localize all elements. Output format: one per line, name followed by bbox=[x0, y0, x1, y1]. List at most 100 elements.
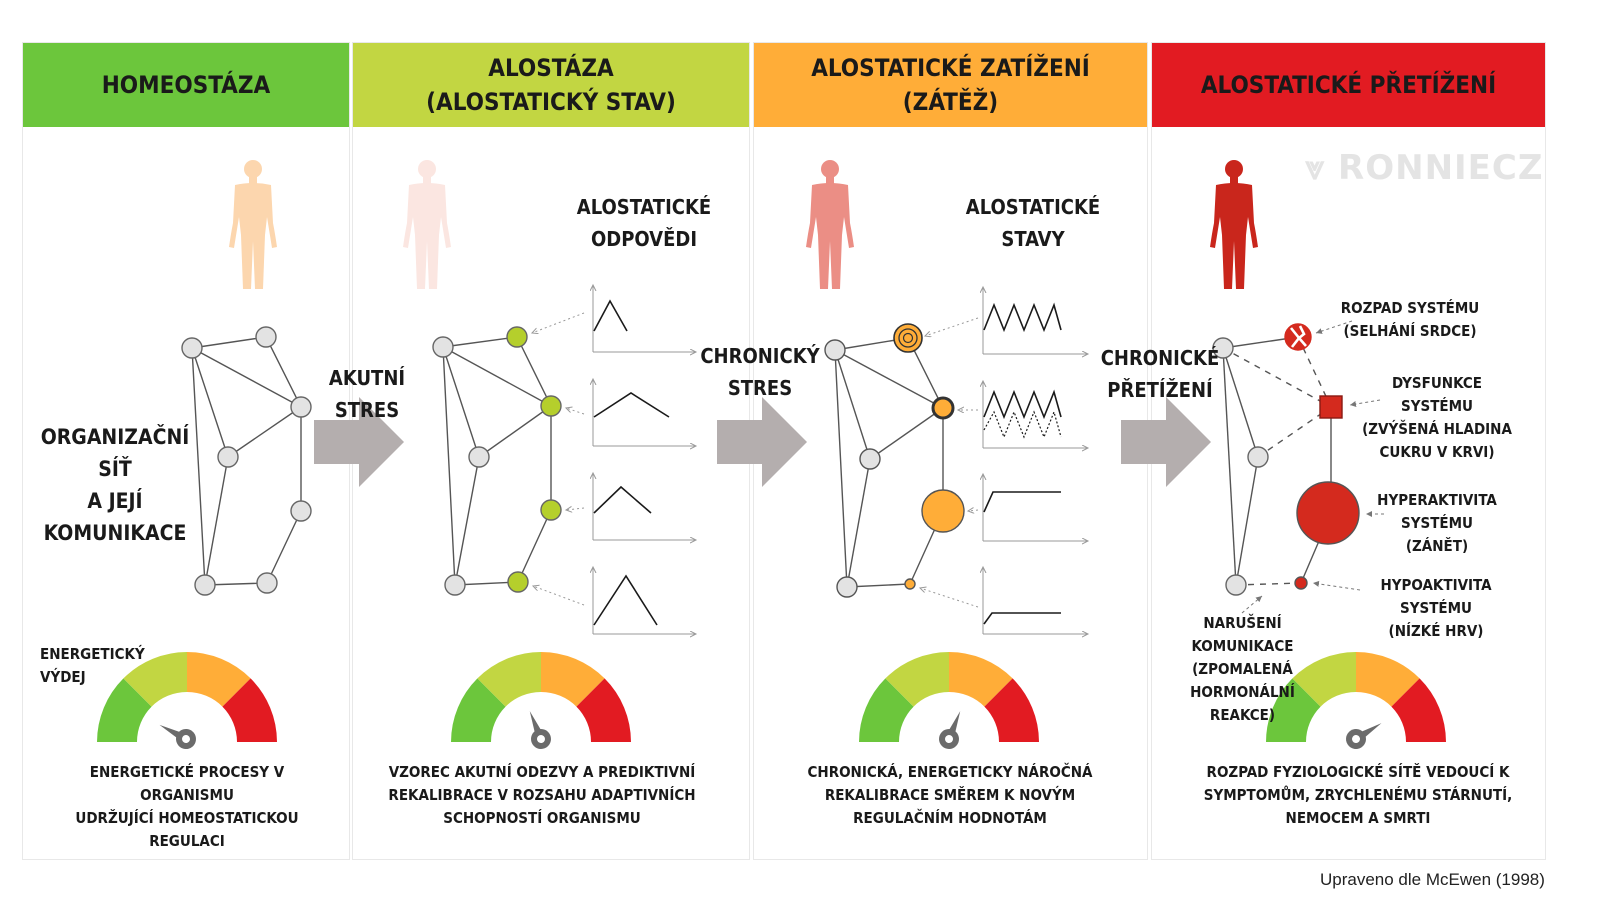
description-homeostasis: ENERGETICKÉ PROCESY V ORGANISMU UDRŽUJÍC… bbox=[42, 761, 332, 853]
panel-homeostasis: HOMEOSTÁZA bbox=[22, 42, 350, 860]
human-figure-allostasis bbox=[403, 160, 451, 289]
annotation-breakdown: ROZPAD SYSTÉMU (SELHÁNÍ SRDCE) bbox=[1340, 297, 1480, 343]
response-curve-4 bbox=[593, 574, 658, 626]
arrow-label-overload-line-1: CHRONICKÉ bbox=[1100, 346, 1220, 370]
network-node bbox=[824, 339, 846, 361]
gauge-needle-allostasis bbox=[520, 707, 555, 753]
annotation-breakdown-line-2: (SELHÁNÍ SRDCE) bbox=[1343, 322, 1477, 340]
description-overload: ROZPAD FYZIOLOGICKÉ SÍTĚ VEDOUCÍ K SYMPT… bbox=[1198, 761, 1518, 830]
header-allostasis: ALOSTÁZA (ALOSTATICKÝ STAV) bbox=[353, 43, 749, 127]
response-charts bbox=[593, 285, 696, 634]
header-allostatic-overload: ALOSTATICKÉ PŘETÍŽENÍ bbox=[1152, 43, 1545, 127]
responses-label-line-2: ODPOVĚDI bbox=[590, 227, 698, 251]
network-node bbox=[290, 396, 312, 418]
header-load-line-1: ALOSTATICKÉ ZATÍŽENÍ bbox=[811, 54, 1090, 82]
network-homeostasis-nodes bbox=[181, 326, 312, 596]
arrow-label-chronic: CHRONICKÝ STRES bbox=[700, 340, 820, 404]
network-node bbox=[468, 446, 490, 468]
pointers-overload bbox=[1241, 320, 1384, 614]
description-homeostasis-line-1: ENERGETICKÉ PROCESY V ORGANISMU bbox=[89, 763, 285, 804]
header-homeostasis: HOMEOSTÁZA bbox=[23, 43, 349, 127]
state-curve-2 bbox=[983, 389, 1062, 420]
network-overload-nodes bbox=[1212, 323, 1360, 596]
dysfunction-node-square bbox=[1319, 395, 1343, 419]
description-homeostasis-line-2: UDRŽUJÍCÍ HOMEOSTATICKOU bbox=[75, 809, 299, 827]
response-curve-1 bbox=[593, 299, 628, 332]
description-overload-line-1: ROZPAD FYZIOLOGICKÉ SÍTĚ VEDOUCÍ K bbox=[1206, 763, 1510, 781]
description-allostasis: VZOREC AKUTNÍ ODEZVY A PREDIKTIVNÍ REKAL… bbox=[382, 761, 702, 830]
header-allostasis-line-1: ALOSTÁZA bbox=[488, 54, 614, 82]
energy-label: ENERGETICKÝ VÝDEJ bbox=[40, 643, 145, 689]
arrow-label-overload: CHRONICKÉ PŘETÍŽENÍ bbox=[1100, 342, 1220, 406]
header-load-line-2: (ZÁTĚŽ) bbox=[902, 88, 999, 116]
description-overload-line-2: SYMPTOMŮM, ZRYCHLENÉMU STÁRNUTÍ, bbox=[1203, 786, 1513, 804]
network-node bbox=[1212, 337, 1234, 359]
watermark-text: RONNIECZ bbox=[1338, 148, 1544, 188]
arrow-chronic-overload bbox=[1121, 397, 1211, 487]
response-curve-3 bbox=[593, 485, 652, 514]
annotation-breakdown-line-1: ROZPAD SYSTÉMU bbox=[1340, 299, 1480, 317]
annotation-hypoactivity-line-1: HYPOAKTIVITA SYSTÉMU bbox=[1380, 576, 1492, 617]
network-node bbox=[444, 574, 466, 596]
watermark-logo: ⩔ RONNIECZ bbox=[1305, 148, 1544, 188]
network-allostasis-nodes bbox=[432, 326, 562, 596]
arrow-label-overload-line-2: PŘETÍŽENÍ bbox=[1107, 378, 1213, 402]
description-homeostasis-line-3: REGULACI bbox=[149, 832, 225, 850]
hyperactivity-node-large bbox=[1296, 481, 1360, 545]
arrow-label-acute: AKUTNÍ STRES bbox=[302, 362, 432, 426]
description-allostasis-line-3: SCHOPNOSTÍ ORGANISMU bbox=[443, 809, 641, 827]
description-load: CHRONICKÁ, ENERGETICKY NÁROČNÁ REKALIBRA… bbox=[800, 761, 1100, 830]
states-label-line-1: ALOSTATICKÉ bbox=[965, 195, 1101, 219]
annotation-dysfunction: DYSFUNKCE SYSTÉMU (ZVÝŠENÁ HLADINA CUKRU… bbox=[1362, 372, 1512, 464]
state-curve-1 bbox=[983, 302, 1062, 333]
energy-label-line-2: VÝDEJ bbox=[40, 668, 86, 686]
network-label: ORGANIZAČNÍ SÍŤ A JEJÍ KOMUNIKACE bbox=[30, 421, 200, 549]
network-label-line-2: A JEJÍ bbox=[87, 489, 143, 513]
response-curve-2 bbox=[593, 392, 670, 418]
energy-label-line-1: ENERGETICKÝ bbox=[40, 645, 145, 663]
network-node bbox=[256, 572, 278, 594]
annotation-communication: NARUŠENÍ KOMUNIKACE (ZPOMALENÁ HORMONÁLN… bbox=[1155, 612, 1330, 727]
network-node bbox=[255, 326, 277, 348]
states-label-line-2: STAVY bbox=[1001, 227, 1065, 251]
gauge-needle-homeostasis bbox=[154, 716, 200, 753]
state-curve-2-dotted bbox=[983, 410, 1062, 439]
network-node-active bbox=[507, 571, 529, 593]
description-load-line-1: CHRONICKÁ, ENERGETICKY NÁROČNÁ bbox=[807, 763, 1093, 781]
annotation-dysfunction-line-1: DYSFUNKCE SYSTÉMU bbox=[1392, 374, 1482, 415]
annotation-dysfunction-line-3: CUKRU V KRVI) bbox=[1379, 443, 1495, 461]
network-node bbox=[1225, 574, 1247, 596]
gauge-needle-load bbox=[935, 707, 970, 753]
gauge-needle-overload bbox=[1342, 714, 1387, 753]
network-node-load-large bbox=[921, 489, 965, 533]
network-allostasis bbox=[442, 336, 552, 586]
responses-label-line-1: ALOSTATICKÉ bbox=[576, 195, 712, 219]
description-allostasis-line-1: VZOREC AKUTNÍ ODEZVY A PREDIKTIVNÍ bbox=[388, 763, 696, 781]
watermark-icon: ⩔ bbox=[1305, 148, 1326, 188]
arrow-label-chronic-line-2: STRES bbox=[727, 376, 793, 400]
network-node bbox=[859, 448, 881, 470]
responses-label: ALOSTATICKÉ ODPOVĚDI bbox=[574, 191, 714, 255]
states-label: ALOSTATICKÉ STAVY bbox=[963, 191, 1103, 255]
network-node-active bbox=[540, 499, 562, 521]
header-allostasis-line-2: (ALOSTATICKÝ STAV) bbox=[426, 88, 676, 116]
annotation-communication-line-3: REAKCE) bbox=[1209, 706, 1276, 724]
human-figure-homeostasis bbox=[229, 160, 277, 289]
hypoactivity-node-small bbox=[1294, 576, 1308, 590]
gauge-load bbox=[859, 652, 1039, 742]
panel-allostatic-overload: ALOSTATICKÉ PŘETÍŽENÍ bbox=[1151, 42, 1546, 860]
annotation-dysfunction-line-2: (ZVÝŠENÁ HLADINA bbox=[1362, 420, 1512, 438]
network-node-load-small bbox=[904, 578, 916, 590]
network-load bbox=[834, 337, 944, 588]
description-allostasis-line-2: REKALIBRACE V ROZSAHU ADAPTIVNÍCH bbox=[388, 786, 696, 804]
state-curve-3 bbox=[983, 491, 1061, 513]
annotation-hypoactivity-line-2: (NÍZKÉ HRV) bbox=[1388, 622, 1484, 640]
description-load-line-3: REGULAČNÍM HODNOTÁM bbox=[853, 809, 1047, 827]
network-node bbox=[217, 446, 239, 468]
arrow-chronic-stress bbox=[717, 397, 807, 487]
description-load-line-2: REKALIBRACE SMĚREM K NOVÝM bbox=[824, 786, 1076, 804]
annotation-communication-line-1: NARUŠENÍ KOMUNIKACE bbox=[1191, 614, 1294, 655]
network-node bbox=[194, 574, 216, 596]
header-allostatic-load: ALOSTATICKÉ ZATÍŽENÍ (ZÁTĚŽ) bbox=[754, 43, 1147, 127]
